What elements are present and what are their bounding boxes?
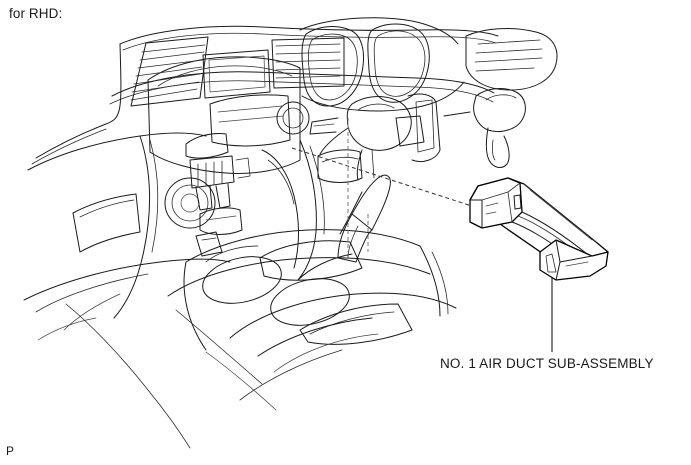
climate-knob <box>164 177 216 229</box>
hood-release-lever <box>443 88 526 168</box>
callout-label: NO. 1 AIR DUCT SUB-ASSEMBLY <box>440 356 654 371</box>
dash-display-screen <box>202 49 271 99</box>
no-1-air-duct-sub-assembly <box>469 177 609 281</box>
dash-vent-left <box>130 36 209 107</box>
glove-box-panel <box>23 132 231 331</box>
floor-and-seat-lines <box>37 303 343 449</box>
page-marker: P <box>6 444 15 458</box>
figure-title: for RHD: <box>9 6 63 21</box>
instrument-panel-group <box>31 25 499 229</box>
callout-pointer-dashed <box>291 147 479 209</box>
side-register-right <box>465 28 558 91</box>
secondary-knob <box>276 101 310 135</box>
shift-lever-assembly <box>261 139 391 281</box>
dash-vent-right <box>271 37 345 89</box>
center-console <box>167 229 457 373</box>
steering-column-assembly <box>309 93 441 183</box>
instrument-cluster <box>299 17 465 112</box>
connector-bracket-cluster <box>185 133 251 257</box>
